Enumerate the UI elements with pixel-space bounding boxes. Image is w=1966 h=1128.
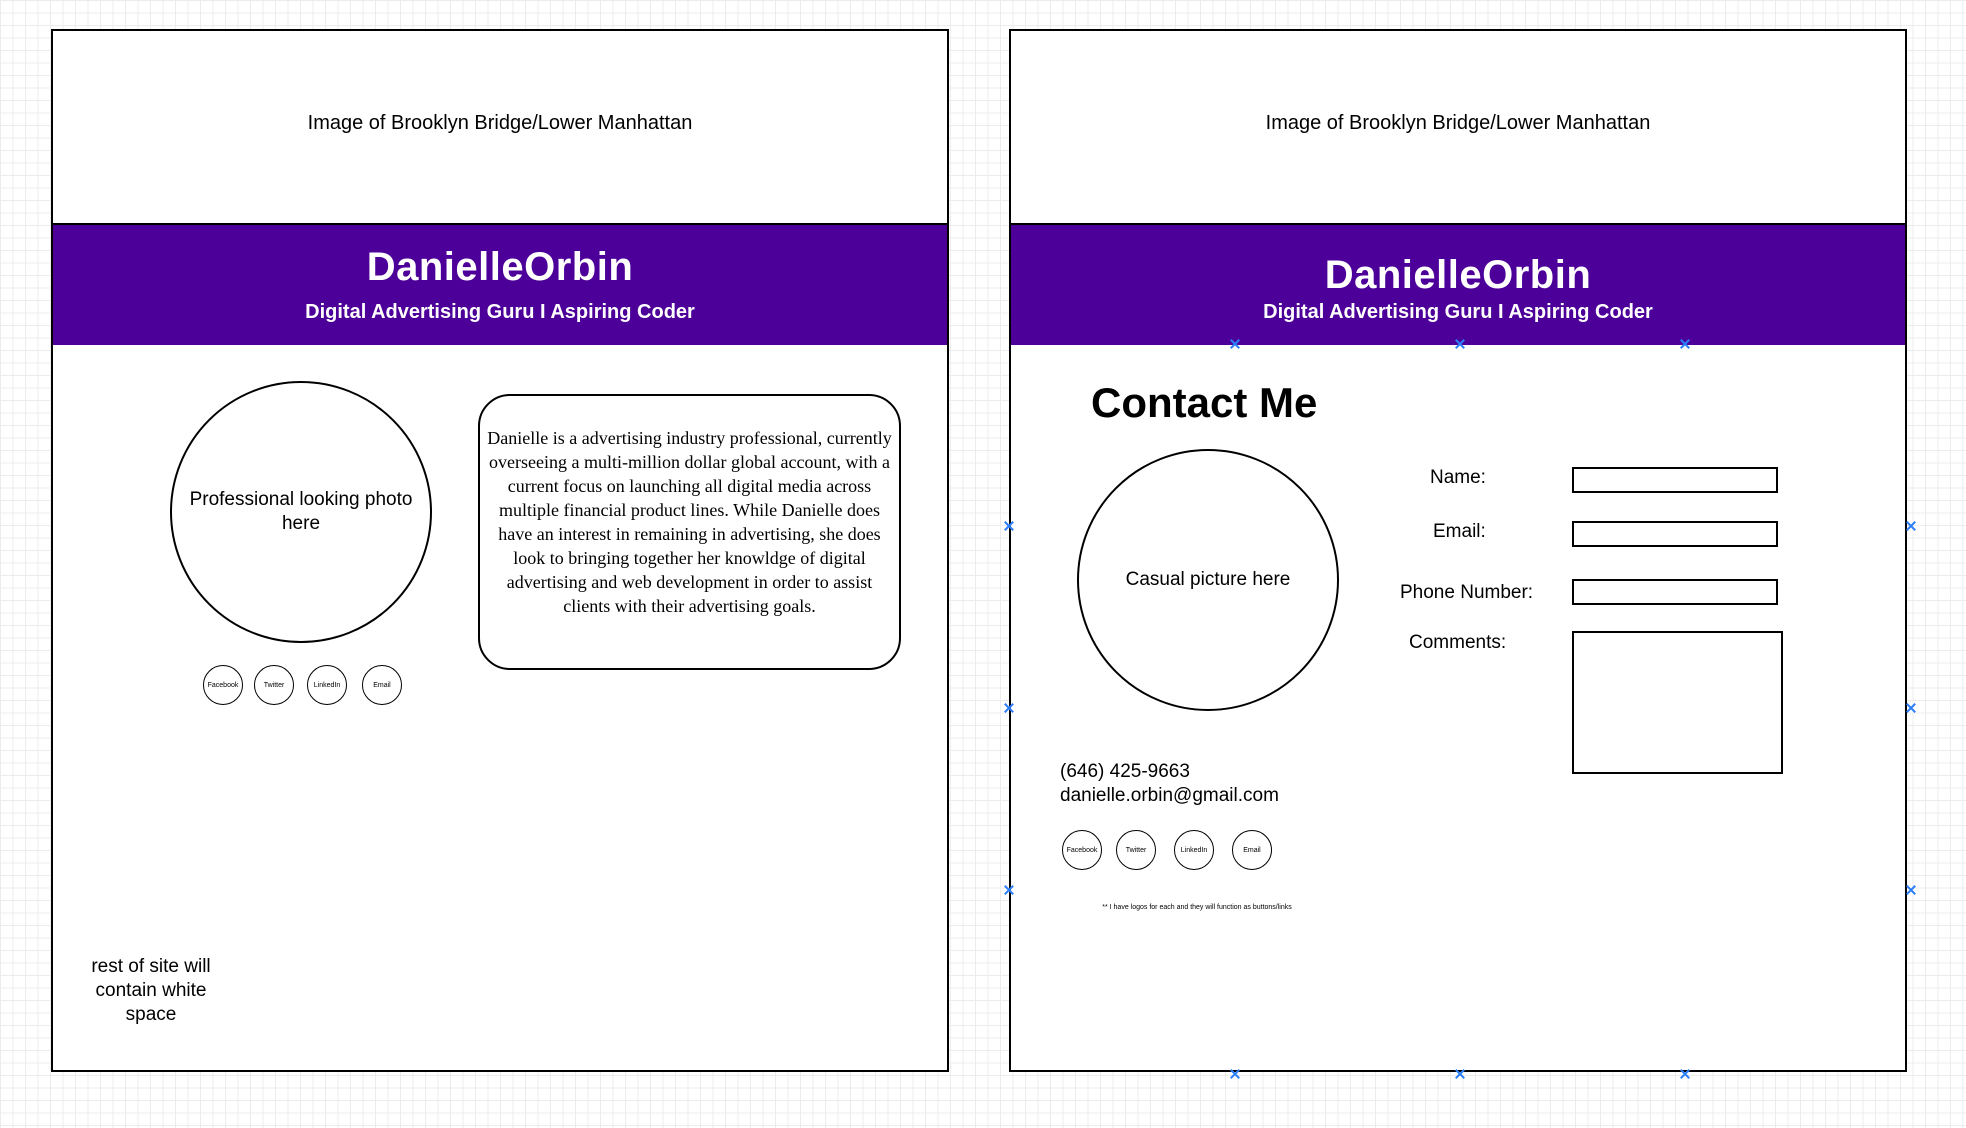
twitter-button[interactable]: Twitter — [254, 665, 294, 705]
casual-photo-placeholder: Casual picture here — [1077, 449, 1339, 711]
tagline: Digital Advertising Guru I Aspiring Code… — [1263, 301, 1653, 323]
site-name: DanielleOrbin — [1324, 253, 1592, 297]
name-input[interactable] — [1572, 467, 1778, 493]
twitter-label: Twitter — [263, 681, 285, 689]
linkedin-button[interactable]: LinkedIn — [307, 665, 347, 705]
email-label: Email — [1243, 846, 1261, 854]
name-banner: DanielleOrbin Digital Advertising Guru I… — [53, 225, 947, 345]
contact-title: Contact Me — [1091, 379, 1318, 426]
logos-footnote: ** I have logos for each and they will f… — [1102, 904, 1292, 911]
email-address: danielle.orbin@gmail.com — [1060, 785, 1279, 806]
resize-handle-left-1[interactable] — [1003, 520, 1015, 532]
photo-placeholder-label: Casual picture here — [1125, 569, 1291, 591]
resize-handle-bottom-1[interactable] — [1229, 1068, 1241, 1080]
email-label: Email — [373, 681, 391, 689]
bio-text: Danielle is a advertising industry profe… — [487, 428, 892, 616]
linkedin-button[interactable]: LinkedIn — [1174, 830, 1214, 870]
email-button[interactable]: Email — [362, 665, 402, 705]
home-page-mockup: Image of Brooklyn Bridge/Lower Manhattan… — [51, 29, 949, 1072]
hero-image-placeholder: Image of Brooklyn Bridge/Lower Manhattan — [1011, 31, 1905, 225]
resize-handle-left-2[interactable] — [1003, 702, 1015, 714]
resize-handle-right-3[interactable] — [1905, 884, 1917, 896]
hero-image-label: Image of Brooklyn Bridge/Lower Manhattan — [1265, 111, 1651, 134]
twitter-label: Twitter — [1125, 846, 1147, 854]
linkedin-label: LinkedIn — [1180, 846, 1208, 854]
email-field-label: Email: — [1433, 521, 1486, 542]
email-input[interactable] — [1572, 521, 1778, 547]
facebook-button[interactable]: Facebook — [203, 665, 243, 705]
resize-handle-top-2[interactable] — [1454, 338, 1466, 350]
tagline: Digital Advertising Guru I Aspiring Code… — [305, 301, 695, 323]
facebook-label: Facebook — [207, 681, 239, 689]
comments-textarea[interactable] — [1572, 631, 1783, 774]
facebook-label: Facebook — [1066, 846, 1098, 854]
hero-image-label: Image of Brooklyn Bridge/Lower Manhattan — [307, 111, 693, 134]
name-banner: DanielleOrbin Digital Advertising Guru I… — [1011, 225, 1905, 345]
white-space-note: rest of site will contain white space — [91, 956, 211, 1025]
bio-box: Danielle is a advertising industry profe… — [478, 394, 901, 670]
photo-placeholder-label: Professional looking photo here — [189, 489, 413, 534]
site-name: DanielleOrbin — [366, 245, 634, 289]
resize-handle-left-3[interactable] — [1003, 884, 1015, 896]
resize-handle-bottom-3[interactable] — [1679, 1068, 1691, 1080]
resize-handle-right-2[interactable] — [1905, 702, 1917, 714]
resize-handle-right-1[interactable] — [1905, 520, 1917, 532]
resize-handle-top-1[interactable] — [1229, 338, 1241, 350]
facebook-button[interactable]: Facebook — [1062, 830, 1102, 870]
phone-input[interactable] — [1572, 579, 1778, 605]
comments-label: Comments: — [1409, 632, 1507, 653]
name-label: Name: — [1430, 467, 1486, 488]
phone-label: Phone Number: — [1400, 582, 1534, 603]
twitter-button[interactable]: Twitter — [1116, 830, 1156, 870]
resize-handle-top-3[interactable] — [1679, 338, 1691, 350]
resize-handle-bottom-2[interactable] — [1454, 1068, 1466, 1080]
contact-page-mockup: Image of Brooklyn Bridge/Lower Manhattan… — [1009, 29, 1907, 1072]
hero-image-placeholder: Image of Brooklyn Bridge/Lower Manhattan — [53, 31, 947, 225]
phone-number: (646) 425-9663 — [1060, 761, 1190, 782]
professional-photo-placeholder: Professional looking photo here — [170, 381, 432, 643]
email-button[interactable]: Email — [1232, 830, 1272, 870]
linkedin-label: LinkedIn — [313, 681, 341, 689]
